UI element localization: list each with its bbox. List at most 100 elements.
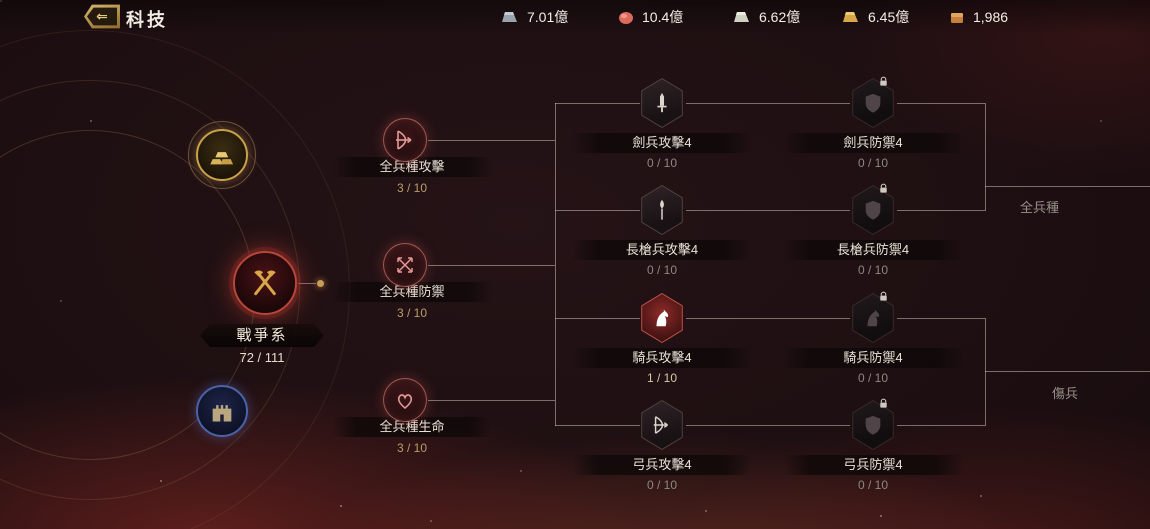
resource-value: 6.45億 [868,9,910,25]
tech-node-all-troop-attack[interactable] [383,118,427,162]
connector-line [428,140,555,141]
connector-line [555,318,640,319]
lock-icon [878,396,889,414]
connector-line [985,371,1150,372]
tech-node-sword-defense[interactable] [852,78,894,128]
offscreen-node-label: 傷兵 [1052,386,1079,401]
connector-line [897,425,985,426]
connector-line [985,103,986,211]
tech-node-archer-attack[interactable] [641,400,683,450]
tech-node-spear-defense[interactable] [852,185,894,235]
tech-node-cavalry-attack[interactable] [641,293,683,343]
horse-icon [656,309,669,327]
tech-node-progress: 0 / 10 [646,263,678,277]
tech-node-progress: 0 / 10 [857,263,889,277]
lock-icon [878,289,889,307]
bow-icon [653,416,668,434]
tech-node-label: 長槍兵防禦4 [783,240,963,260]
tech-node-label: 長槍兵攻擊4 [572,240,752,260]
crossed-axes-icon [254,270,276,296]
tech-node-label: 騎兵防禦4 [783,348,963,368]
offscreen-node-label: 全兵種 [1020,200,1060,215]
crossed-arrows-icon [397,257,413,273]
tech-node-label: 劍兵防禦4 [783,133,963,153]
tech-node-progress: 0 / 10 [646,156,678,170]
category-resource-button[interactable] [196,129,248,181]
shield-icon [865,93,881,113]
tech-node-progress: 3 / 10 [396,181,428,195]
lock-icon [878,74,889,92]
spear-icon [660,199,664,220]
iron-icon [502,11,517,22]
resource-value: 10.4億 [642,9,684,25]
food-icon [619,11,633,24]
lock-icon [878,181,889,199]
tech-node-label: 全兵種防禦 [332,282,492,302]
gold-ingots-icon [210,152,234,165]
resource-silver[interactable]: 6.62億 [732,6,800,28]
bronze-icon [951,12,963,23]
resource-food[interactable]: 10.4億 [617,6,683,28]
bow-icon [396,130,412,150]
sword-icon [657,92,667,113]
connector-line [686,210,850,211]
tech-node-progress: 1 / 10 [646,371,678,385]
connector-line [985,318,986,426]
category-war-progress: 72 / 111 [239,350,285,365]
back-button[interactable]: ⇐ [84,4,120,29]
tech-node-label: 全兵種生命 [332,417,492,437]
tech-node-archer-defense[interactable] [852,400,894,450]
back-arrow-icon: ⇐ [87,7,117,26]
connector-line [428,265,555,266]
resource-value: 6.62億 [759,9,801,25]
tech-node-progress: 0 / 10 [857,478,889,492]
tech-node-progress: 0 / 10 [857,371,889,385]
tech-node-label: 弓兵防禦4 [783,455,963,475]
tech-node-all-troop-defense[interactable] [383,243,427,287]
connector-line [686,425,850,426]
resource-value: 1,986 [973,9,1009,25]
connector-line [985,186,1150,187]
connector-trunk [555,103,556,426]
resource-bronze[interactable]: 1,986 [948,6,1008,28]
tech-node-progress: 3 / 10 [396,441,428,455]
category-city-button[interactable] [196,385,248,437]
silver-icon [734,11,749,22]
shield-icon [865,200,881,220]
tech-node-cavalry-defense[interactable] [852,293,894,343]
tech-node-progress: 0 / 10 [857,156,889,170]
decor-ring-gold-category [188,121,256,189]
connector-dot [317,280,324,287]
connector-line [686,103,850,104]
tech-node-label: 劍兵攻擊4 [572,133,752,153]
category-war-label: 戰爭系 [200,324,324,347]
connector-line [555,425,640,426]
page-title: 科技 [126,10,168,30]
resource-gold[interactable]: 6.45億 [841,6,909,28]
gold-icon [843,11,858,22]
connector-line [428,400,555,401]
tech-node-label: 弓兵攻擊4 [572,455,752,475]
top-bar: ⇐ 科技 7.01億 10.4億 6.62億 6.45億 1,986 [0,0,1150,34]
tech-node-label: 騎兵攻擊4 [572,348,752,368]
connector-line [897,210,985,211]
tech-node-sword-attack[interactable] [641,78,683,128]
connector-line [897,318,985,319]
connector-line [555,210,640,211]
horse-icon [867,309,880,327]
building-icon [212,405,232,422]
tech-node-progress: 3 / 10 [396,306,428,320]
connector-line [686,318,850,319]
category-war-button[interactable] [233,251,297,315]
shield-icon [865,415,881,435]
tech-node-all-troop-health[interactable] [383,378,427,422]
connector-line [298,283,316,284]
connector-line [555,103,640,104]
resource-value: 7.01億 [527,9,569,25]
resource-iron[interactable]: 7.01億 [500,6,568,28]
tech-node-spear-attack[interactable] [641,185,683,235]
tech-node-progress: 0 / 10 [646,478,678,492]
connector-line [897,103,985,104]
tech-node-label: 全兵種攻擊 [332,157,492,177]
